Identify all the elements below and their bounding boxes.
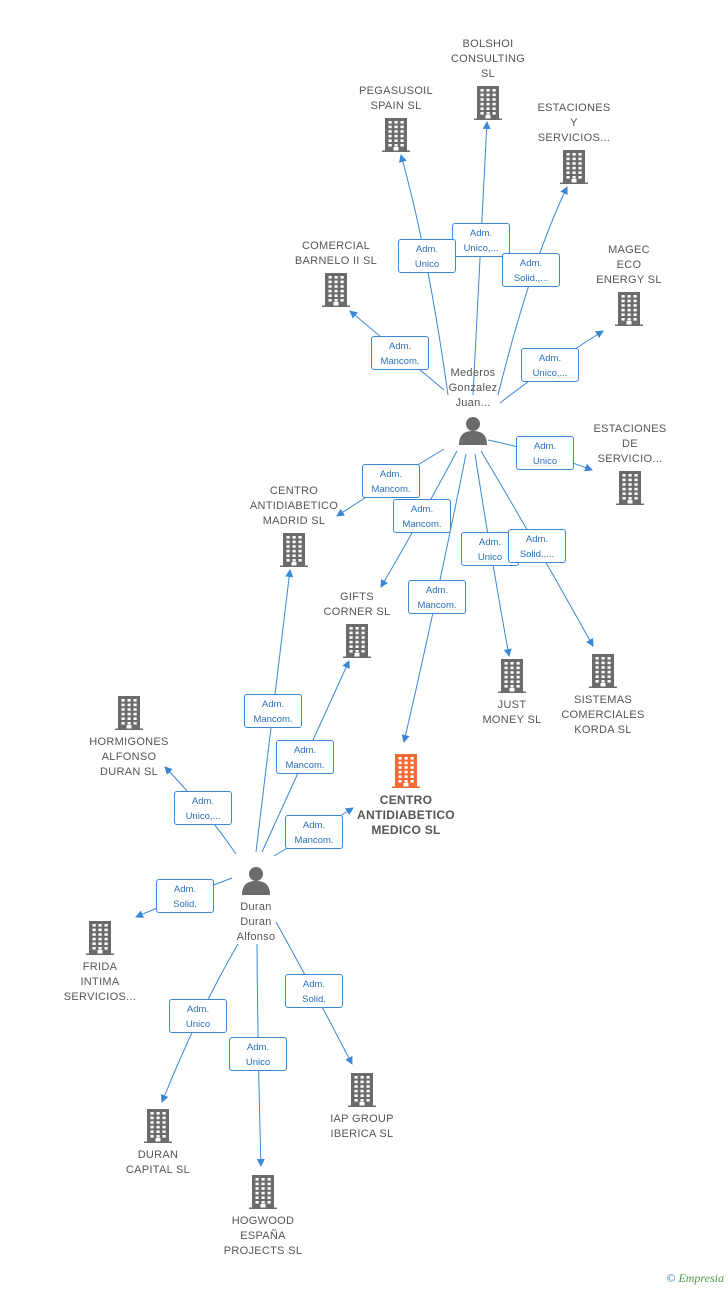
node-estaciones2[interactable]: ESTACIONES DE SERVICIO... (565, 422, 695, 510)
node-cadmedico[interactable]: CENTRO ANTIDIABETICO MEDICO SL (341, 754, 471, 838)
person-icon (241, 865, 271, 900)
building-icon (144, 1109, 172, 1148)
relation-label-mederos-estaciones2[interactable]: Adm. Unico (516, 436, 574, 470)
node-label: ESTACIONES Y SERVICIOS... (537, 102, 611, 144)
relation-label-duran-hormigones[interactable]: Adm. Unico,... (174, 791, 232, 825)
node-pegasusoil[interactable]: PEGASUSOIL SPAIN SL (331, 84, 461, 157)
node-label: HORMIGONES ALFONSO DURAN SL (89, 736, 169, 778)
building-icon (391, 754, 421, 793)
building-icon (560, 150, 588, 189)
node-label: COMERCIAL BARNELO II SL (294, 240, 378, 267)
copyright-symbol: © (666, 1271, 676, 1285)
node-label: CENTRO ANTIDIABETICO MEDICO SL (357, 793, 455, 837)
footer-brand[interactable]: ©Empresia (666, 1271, 724, 1286)
relation-label-mederos-sistemas[interactable]: Adm. Solid.,... (508, 529, 566, 563)
relation-label-duran-frida[interactable]: Adm. Solid. (156, 879, 214, 913)
building-icon (322, 273, 350, 312)
node-hogwood[interactable]: HOGWOOD ESPAÑA PROJECTS SL (198, 1175, 328, 1259)
node-magec[interactable]: MAGEC ECO ENERGY SL (564, 243, 694, 331)
building-icon (115, 696, 143, 735)
building-icon (589, 654, 617, 693)
node-label: IAP GROUP IBERICA SL (330, 1113, 394, 1140)
building-icon (382, 118, 410, 157)
node-label: CENTRO ANTIDIABETICO MADRID SL (249, 485, 339, 527)
node-label: MAGEC ECO ENERGY SL (596, 244, 662, 286)
edge-mederos-bolshoi (472, 121, 491, 396)
node-label: PEGASUSOIL SPAIN SL (359, 85, 433, 112)
node-label: Duran Duran Alfonso (236, 901, 276, 943)
node-label: GIFTS CORNER SL (323, 591, 391, 618)
relation-label-duran-gifts[interactable]: Adm. Mancom. (276, 740, 334, 774)
node-sistemas[interactable]: SISTEMAS COMERCIALES KORDA SL (538, 654, 668, 738)
node-iap[interactable]: IAP GROUP IBERICA SL (297, 1073, 427, 1142)
building-icon (249, 1175, 277, 1214)
relation-label-duran-durancap[interactable]: Adm. Unico (169, 999, 227, 1033)
node-mederos[interactable]: Mederos Gonzalez Juan... (408, 366, 538, 450)
node-gifts[interactable]: GIFTS CORNER SL (292, 590, 422, 663)
building-icon (474, 86, 502, 125)
relation-label-duran-iap[interactable]: Adm. Solid. (285, 974, 343, 1008)
node-label: SISTEMAS COMERCIALES KORDA SL (561, 694, 645, 736)
node-label: JUST MONEY SL (482, 699, 542, 726)
building-icon (280, 533, 308, 572)
relation-label-mederos-gifts[interactable]: Adm. Mancom. (393, 499, 451, 533)
relation-label-duran-cadmedico[interactable]: Adm. Mancom. (285, 815, 343, 849)
node-duran[interactable]: Duran Duran Alfonso (191, 865, 321, 945)
node-frida[interactable]: FRIDA INTIMA SERVICIOS... (35, 921, 165, 1005)
person-icon (458, 415, 488, 450)
relation-label-mederos-magec[interactable]: Adm. Unico,... (521, 348, 579, 382)
node-label: FRIDA INTIMA SERVICIOS... (63, 961, 137, 1003)
node-bolshoi[interactable]: BOLSHOI CONSULTING SL (423, 37, 553, 125)
building-icon (616, 471, 644, 510)
building-icon (348, 1073, 376, 1112)
building-icon (343, 624, 371, 663)
node-label: ESTACIONES DE SERVICIO... (593, 423, 667, 465)
node-label: DURAN CAPITAL SL (125, 1149, 191, 1176)
relation-label-duran-hogwood[interactable]: Adm. Unico (229, 1037, 287, 1071)
building-icon (86, 921, 114, 960)
building-icon (615, 292, 643, 331)
node-justmoney[interactable]: JUST MONEY SL (447, 659, 577, 728)
node-label: BOLSHOI CONSULTING SL (450, 38, 526, 80)
node-durancap[interactable]: DURAN CAPITAL SL (93, 1109, 223, 1178)
relation-label-duran-cadmadrid[interactable]: Adm. Mancom. (244, 694, 302, 728)
node-cadmadrid[interactable]: CENTRO ANTIDIABETICO MADRID SL (229, 484, 359, 572)
relation-label-mederos-comercial[interactable]: Adm. Mancom. (371, 336, 429, 370)
relation-label-mederos-pegasusoil[interactable]: Adm. Unico (398, 239, 456, 273)
node-hormigones[interactable]: HORMIGONES ALFONSO DURAN SL (64, 696, 194, 780)
node-estaciones1[interactable]: ESTACIONES Y SERVICIOS... (509, 101, 639, 189)
building-icon (498, 659, 526, 698)
relation-label-mederos-bolshoi[interactable]: Adm. Unico,... (452, 223, 510, 257)
relation-label-mederos-estaciones1[interactable]: Adm. Solid.,... (502, 253, 560, 287)
brand-name: Empresia (678, 1271, 724, 1285)
relation-label-mederos-cadmadrid[interactable]: Adm. Mancom. (362, 464, 420, 498)
relation-label-mederos-cadmedico[interactable]: Adm. Mancom. (408, 580, 466, 614)
node-comercial[interactable]: COMERCIAL BARNELO II SL (271, 239, 401, 312)
node-label: HOGWOOD ESPAÑA PROJECTS SL (223, 1215, 303, 1257)
node-label: Mederos Gonzalez Juan... (448, 367, 498, 409)
